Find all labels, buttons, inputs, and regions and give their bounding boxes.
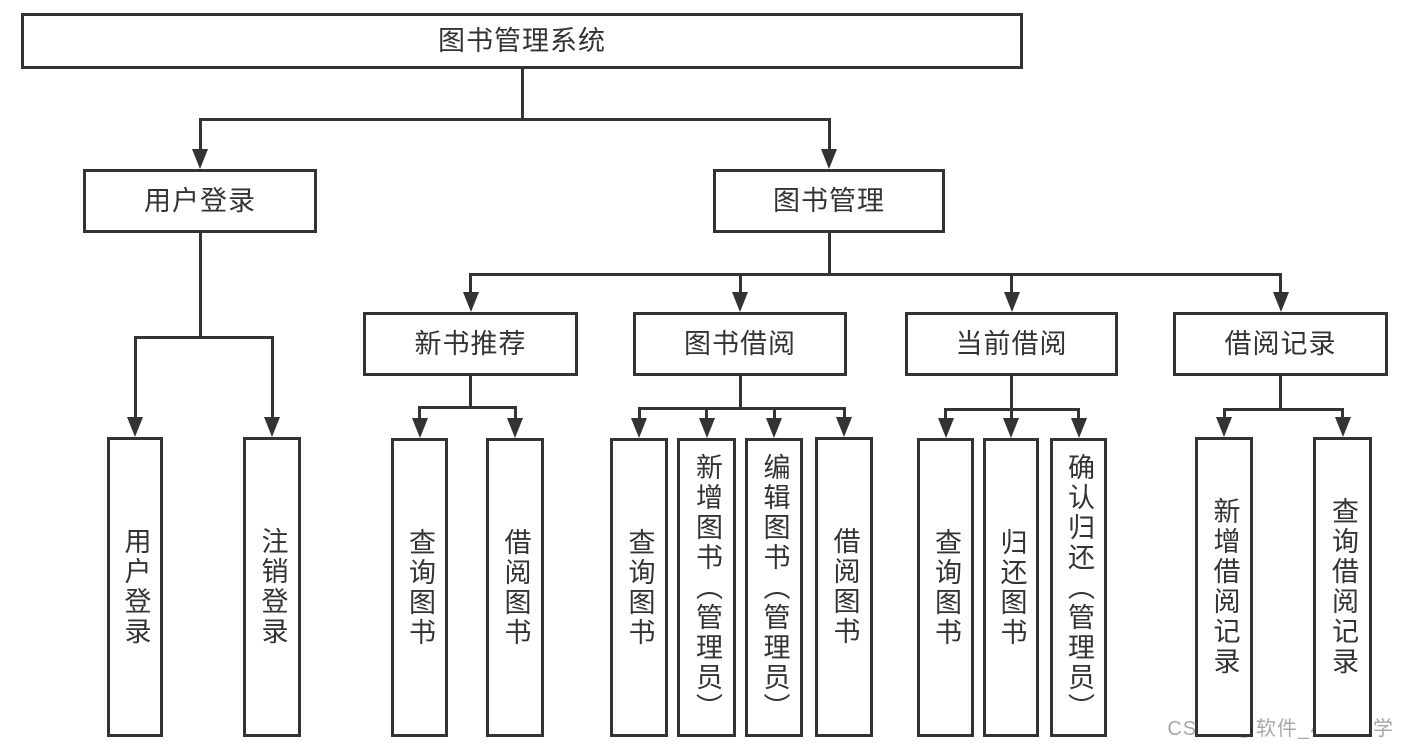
node-br-query: 查询借阅记录 <box>1313 437 1372 737</box>
connector-line <box>772 407 776 418</box>
node-current-borrow: 当前借阅 <box>905 312 1118 376</box>
connector-line <box>520 69 524 121</box>
node-logout: 注销登录 <box>243 437 301 737</box>
node-system: 图书管理系统 <box>21 13 1023 69</box>
connector-line <box>270 336 274 417</box>
arrow-down-icon <box>821 149 837 169</box>
connector-line <box>827 233 831 276</box>
node-new-book-rec: 新书推荐 <box>363 312 578 376</box>
node-borrow-records: 借阅记录 <box>1173 312 1388 376</box>
arrow-down-icon <box>507 418 523 438</box>
node-nbr-query: 查询图书 <box>391 438 448 737</box>
arrow-down-icon <box>1003 418 1019 438</box>
arrow-down-icon <box>836 417 852 437</box>
node-cb-query: 查询图书 <box>917 438 974 737</box>
connector-line <box>738 273 742 292</box>
arrow-down-icon <box>766 418 782 438</box>
connector-line <box>637 407 641 418</box>
node-book-mgmt: 图书管理 <box>713 169 945 233</box>
connector-line <box>637 407 846 410</box>
node-bb-query: 查询图书 <box>610 438 668 737</box>
node-bb-add: 新增图书（管理员） <box>677 438 736 737</box>
arrow-down-icon <box>631 418 647 438</box>
connector-line <box>198 233 202 339</box>
arrow-down-icon <box>127 417 143 437</box>
arrow-down-icon <box>1334 417 1351 437</box>
connector-line <box>705 407 708 418</box>
arrow-down-icon <box>192 149 208 169</box>
connector-line <box>133 336 137 417</box>
connector-line <box>133 336 274 339</box>
connector-line <box>1077 408 1080 418</box>
connector-line <box>418 406 517 409</box>
connector-line <box>469 376 472 409</box>
arrow-down-icon <box>411 418 428 438</box>
arrow-down-icon <box>462 292 479 312</box>
node-nbr-borrow: 借阅图书 <box>486 438 544 737</box>
connector-line <box>513 406 517 418</box>
node-user-login: 用户登录 <box>83 169 317 233</box>
connector-line <box>1279 273 1282 292</box>
node-bb-borrow: 借阅图书 <box>815 437 873 737</box>
connector-line <box>469 273 1282 276</box>
arrow-down-icon <box>1003 292 1020 312</box>
connector-line <box>1222 408 1344 411</box>
arrow-down-icon <box>1070 418 1087 438</box>
connector-line <box>469 273 472 292</box>
node-cb-return: 归还图书 <box>983 438 1039 737</box>
connector-line <box>827 118 831 149</box>
connector-line <box>1010 376 1013 411</box>
arrow-down-icon <box>1272 292 1289 312</box>
arrow-down-icon <box>732 292 748 312</box>
node-login: 用户登录 <box>107 437 163 737</box>
arrow-down-icon <box>1216 417 1232 437</box>
arrow-down-icon <box>264 417 280 437</box>
node-cb-confirm: 确认归还（管理员） <box>1050 438 1107 737</box>
connector-line <box>1009 408 1013 418</box>
arrow-down-icon <box>937 418 954 438</box>
node-bb-edit: 编辑图书（管理员） <box>745 438 803 737</box>
connector-line <box>198 118 202 149</box>
node-br-add: 新增借阅记录 <box>1195 437 1253 737</box>
node-book-borrow: 图书借阅 <box>633 312 847 376</box>
connector-line <box>1222 408 1226 417</box>
connector-line <box>1279 376 1282 411</box>
connector-line <box>944 408 947 418</box>
connector-line <box>418 406 421 418</box>
connector-line <box>1010 273 1013 292</box>
connector-line <box>1341 408 1344 417</box>
connector-line <box>198 118 831 121</box>
connector-line <box>842 407 846 417</box>
arrow-down-icon <box>698 418 715 438</box>
connector-line <box>738 376 742 410</box>
